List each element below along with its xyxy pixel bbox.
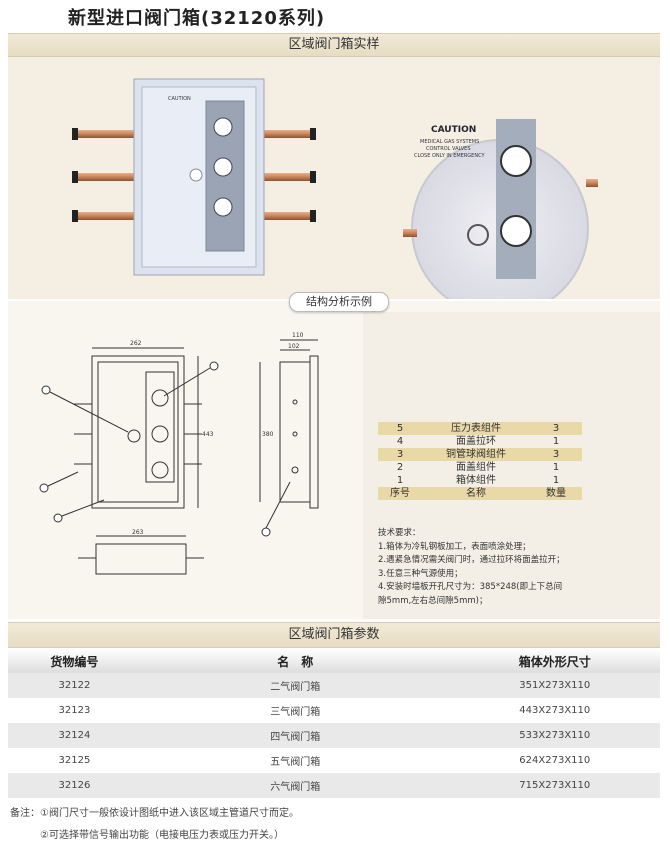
svg-text:CONTROL VALVES: CONTROL VALVES (426, 146, 471, 152)
note-line-1: 备注：①阀门尺寸一般依设计图纸中进入该区域主管道尺寸而定。 (10, 808, 299, 819)
structure-section-heading: 结构分析示例 (289, 292, 389, 312)
page-title: 新型进口阀门箱(32120系列) (68, 8, 326, 29)
dim-width-top: 262 (130, 340, 142, 347)
product-photo-panel: CAUTION CAUTION MEDICAL GAS SYSTEMS CONT… (8, 57, 660, 317)
dim-depth: 110 (292, 332, 304, 339)
box-caution-text: CAUTION (168, 96, 191, 102)
svg-text:MEDICAL GAS SYSTEMS: MEDICAL GAS SYSTEMS (420, 139, 479, 145)
params-section-heading: 区域阀门箱参数 (8, 622, 660, 648)
svg-text:CLOSE ONLY IN EMERGENCY: CLOSE ONLY IN EMERGENCY (414, 153, 485, 159)
parts-header-row: 序号名称数量 (378, 487, 582, 500)
dim-depth-inner: 102 (288, 343, 300, 350)
structure-info-panel (363, 312, 660, 619)
copper-pipes-left (72, 128, 316, 222)
structure-drawing: 262 443 110 102 380 263 (39, 332, 319, 575)
dim-bottom-width: 263 (132, 529, 144, 536)
params-header-row: 货物编号 名 称 箱体外形尺寸 (8, 649, 660, 673)
product-photo: CAUTION CAUTION MEDICAL GAS SYSTEMS CONT… (72, 78, 598, 317)
technical-requirements: 技术要求： 1.箱体为冷轧钢板加工，表面喷涂处理； 2.遇紧急情况需关阀门时，通… (378, 528, 565, 606)
dim-height: 443 (202, 431, 214, 438)
note-line-2: ②可选择带信号输出功能（电接电压力表或压力开关。） (40, 830, 284, 841)
dim-side-height: 380 (262, 431, 274, 438)
photo-section-heading: 区域阀门箱实样 (8, 33, 660, 57)
zoom-caution-text: CAUTION (431, 125, 476, 135)
